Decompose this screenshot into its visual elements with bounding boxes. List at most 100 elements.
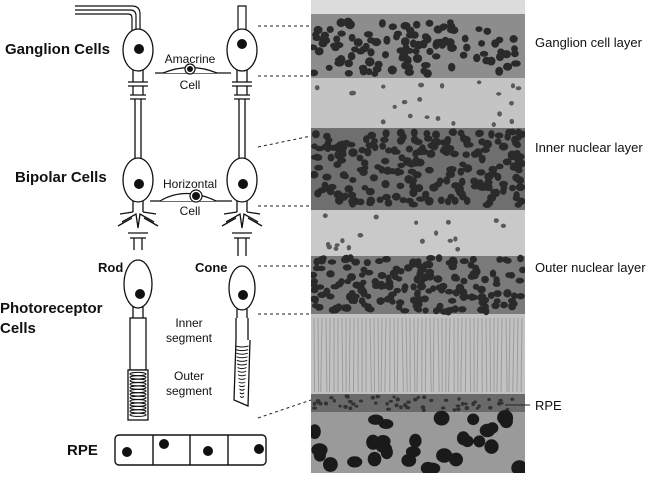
tissue-nucleus (457, 397, 461, 400)
tissue-nucleus (397, 129, 405, 137)
tissue-nucleus (406, 32, 415, 39)
tissue-nucleus (388, 291, 397, 296)
label-horizontal-cell: Cell (180, 204, 201, 218)
tissue-nucleus (383, 36, 390, 45)
tissue-nucleus (385, 279, 393, 287)
outer-plexiform-band (311, 210, 525, 256)
tissue-nucleus (480, 51, 489, 57)
tissue-nucleus (323, 133, 331, 140)
tissue-nucleus (448, 239, 453, 243)
tissue-nucleus (397, 138, 404, 145)
tissue-nucleus (339, 145, 347, 151)
tissue-nucleus (347, 273, 356, 281)
tissue-nucleus (314, 258, 320, 266)
tissue-nucleus (389, 400, 393, 403)
tissue-nucleus (449, 453, 463, 467)
tissue-nucleus (500, 302, 508, 309)
tissue-nucleus (409, 260, 417, 268)
tissue-nucleus (426, 255, 435, 261)
tissue-nucleus (396, 304, 402, 311)
tissue-nucleus (481, 276, 489, 284)
tissue-nucleus (335, 243, 340, 247)
tissue-nucleus (464, 402, 468, 405)
tissue-nucleus (359, 400, 363, 403)
segment-striation (314, 318, 315, 392)
tissue-nucleus (314, 154, 321, 161)
tissue-nucleus (335, 196, 344, 205)
tissue-nucleus (364, 31, 373, 37)
tissue-nucleus (434, 230, 438, 235)
tissue-nucleus (426, 48, 433, 55)
tissue-nucleus (495, 67, 503, 76)
tissue-nucleus (374, 215, 379, 220)
label-bipolar-cells: Bipolar Cells (15, 169, 107, 186)
segment-striation (374, 318, 375, 392)
tissue-nucleus (416, 296, 423, 302)
tissue-nucleus (412, 150, 419, 158)
tissue-nucleus (363, 43, 370, 51)
tissue-nucleus (416, 271, 423, 278)
tissue-nucleus (326, 270, 334, 277)
tissue-nucleus (417, 97, 422, 102)
tissue-nucleus (448, 263, 457, 270)
tissue-nucleus (516, 183, 525, 191)
rod-cell-body (124, 260, 152, 308)
tissue-nucleus (406, 401, 410, 404)
tissue-nucleus (393, 105, 397, 109)
tissue-nucleus (396, 398, 400, 401)
tissue-nucleus (364, 259, 371, 266)
tissue-nucleus (517, 131, 526, 138)
tissue-nucleus (389, 23, 397, 30)
tissue-nucleus (460, 52, 468, 59)
tissue-nucleus (340, 238, 344, 243)
tissue-nucleus (309, 424, 321, 439)
tissue-nucleus (385, 402, 388, 406)
tissue-nucleus (359, 272, 365, 277)
tissue-nucleus (312, 298, 319, 304)
tissue-nucleus (510, 398, 514, 401)
tissue-nucleus (322, 182, 329, 190)
tissue-nucleus (460, 278, 467, 285)
tissue-nucleus (378, 272, 387, 279)
tissue-nucleus (368, 452, 382, 466)
tissue-nucleus (313, 402, 317, 406)
tissue-nucleus (496, 53, 504, 61)
tissue-nucleus (413, 21, 421, 29)
tissue-nucleus (415, 289, 421, 295)
tissue-nucleus (511, 83, 515, 88)
tissue-nucleus (393, 149, 401, 155)
tissue-nucleus (486, 172, 494, 180)
nucleus (238, 179, 248, 189)
tissue-nucleus (374, 402, 378, 405)
label-rpe-left: RPE (67, 442, 98, 459)
tissue-nucleus (513, 191, 519, 199)
tissue-nucleus (404, 175, 413, 184)
tissue-nucleus (454, 275, 460, 281)
tissue-nucleus (397, 268, 404, 274)
tissue-nucleus (371, 396, 375, 400)
tissue-nucleus (324, 402, 328, 406)
tissue-nucleus (448, 166, 456, 172)
tissue-nucleus (417, 282, 426, 290)
tissue-nucleus (480, 424, 495, 438)
tissue-nucleus (370, 174, 378, 181)
label-cone: Cone (195, 260, 228, 275)
tissue-nucleus (488, 166, 497, 173)
tissue-nucleus (422, 33, 430, 40)
tissue-nucleus (465, 406, 470, 410)
tissue-nucleus (338, 30, 346, 36)
tissue-nucleus (477, 286, 486, 294)
tissue-nucleus (497, 111, 502, 116)
tissue-nucleus (509, 101, 514, 106)
tissue-nucleus (441, 146, 450, 153)
tissue-nucleus (425, 288, 432, 293)
tissue-nucleus (412, 171, 421, 178)
tissue-nucleus (517, 255, 524, 262)
tissue-nucleus (343, 264, 352, 270)
tissue-nucleus (348, 198, 357, 205)
nucleus (134, 179, 144, 189)
tissue-nucleus (464, 197, 471, 205)
tissue-nucleus (492, 122, 496, 127)
tissue-nucleus (490, 270, 496, 278)
